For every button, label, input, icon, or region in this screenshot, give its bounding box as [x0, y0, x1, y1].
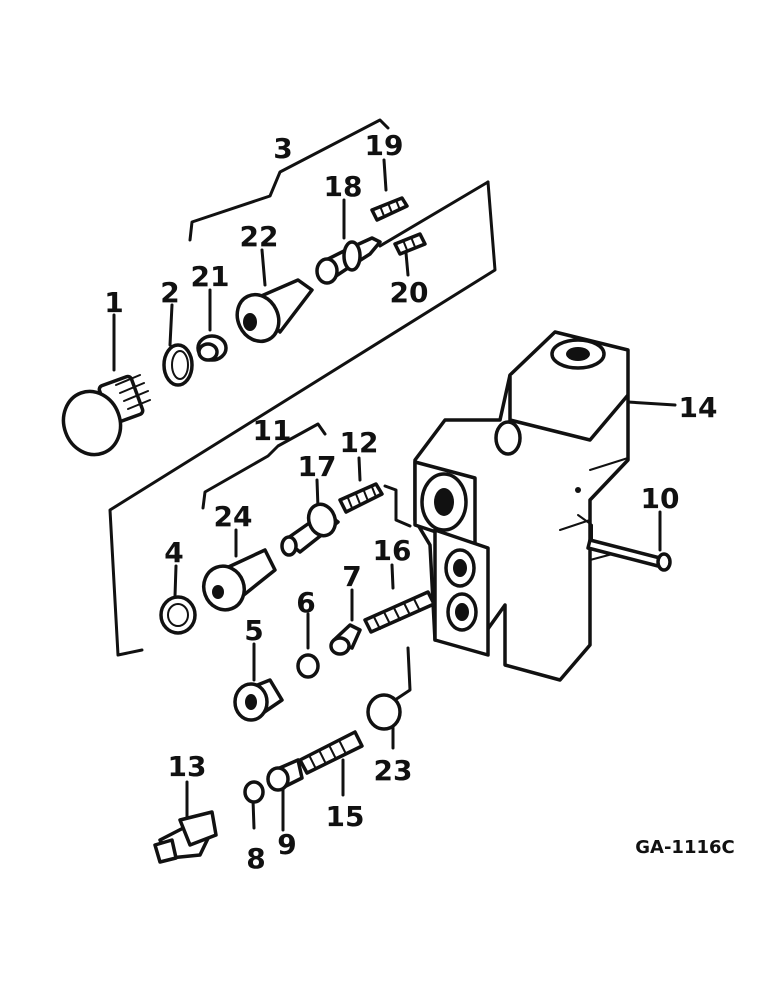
part-5-fitting: [233, 678, 284, 722]
callout-14: 14: [679, 391, 718, 424]
part-6-washer: [296, 653, 320, 679]
bracket-lines: [108, 118, 497, 702]
part-23-cap: [366, 693, 402, 731]
callout-15: 15: [326, 800, 365, 833]
callout-2: 2: [160, 276, 179, 309]
callout-3: 3: [273, 132, 292, 165]
part-8-o-ring: [243, 780, 265, 804]
callout-17: 17: [298, 450, 337, 483]
callout-12: 12: [340, 426, 379, 459]
part-4-o-ring: [159, 595, 197, 635]
part-16-spring: [363, 590, 436, 634]
part-15-spring: [298, 730, 364, 775]
part-2-o-ring: [162, 343, 194, 387]
part-10-bolt: [586, 538, 672, 572]
callout-6: 6: [296, 586, 315, 619]
callout-24: 24: [214, 500, 253, 533]
leader-lines: [112, 158, 677, 832]
callout-7: 7: [342, 560, 361, 593]
part-18-stem: [315, 236, 382, 285]
callout-5: 5: [244, 614, 263, 647]
callout-labels: 1 2 3 4 5 6 7 8 9 10 11 12 13 14 15 16 1…: [104, 129, 717, 875]
callout-16: 16: [373, 534, 412, 567]
callout-21: 21: [191, 260, 230, 293]
part-21-seat: [196, 334, 228, 362]
part-20-spring: [393, 232, 427, 256]
part-22-poppet: [235, 278, 314, 344]
callout-9: 9: [277, 828, 296, 861]
part-19-spring: [370, 196, 409, 222]
part-9-seat: [266, 758, 304, 792]
part-13-fitting: [153, 810, 218, 864]
callout-18: 18: [324, 170, 363, 203]
callout-22: 22: [240, 220, 279, 253]
callout-4: 4: [164, 536, 183, 569]
callout-20: 20: [390, 276, 429, 309]
callout-19: 19: [365, 129, 404, 162]
callout-1: 1: [104, 286, 123, 319]
part-17-plunger: [280, 502, 340, 557]
part-7-cone: [329, 623, 362, 656]
callout-13: 13: [168, 750, 207, 783]
drawing-code: GA-1116C: [635, 837, 734, 858]
callout-8: 8: [246, 842, 265, 875]
callout-23: 23: [374, 754, 413, 787]
part-14-valve-body: [413, 330, 630, 682]
part-24-poppet: [202, 548, 277, 612]
callout-11: 11: [253, 414, 292, 447]
part-12-spring: [338, 482, 384, 514]
callout-10: 10: [641, 482, 680, 515]
part-1-plug: [61, 374, 151, 457]
